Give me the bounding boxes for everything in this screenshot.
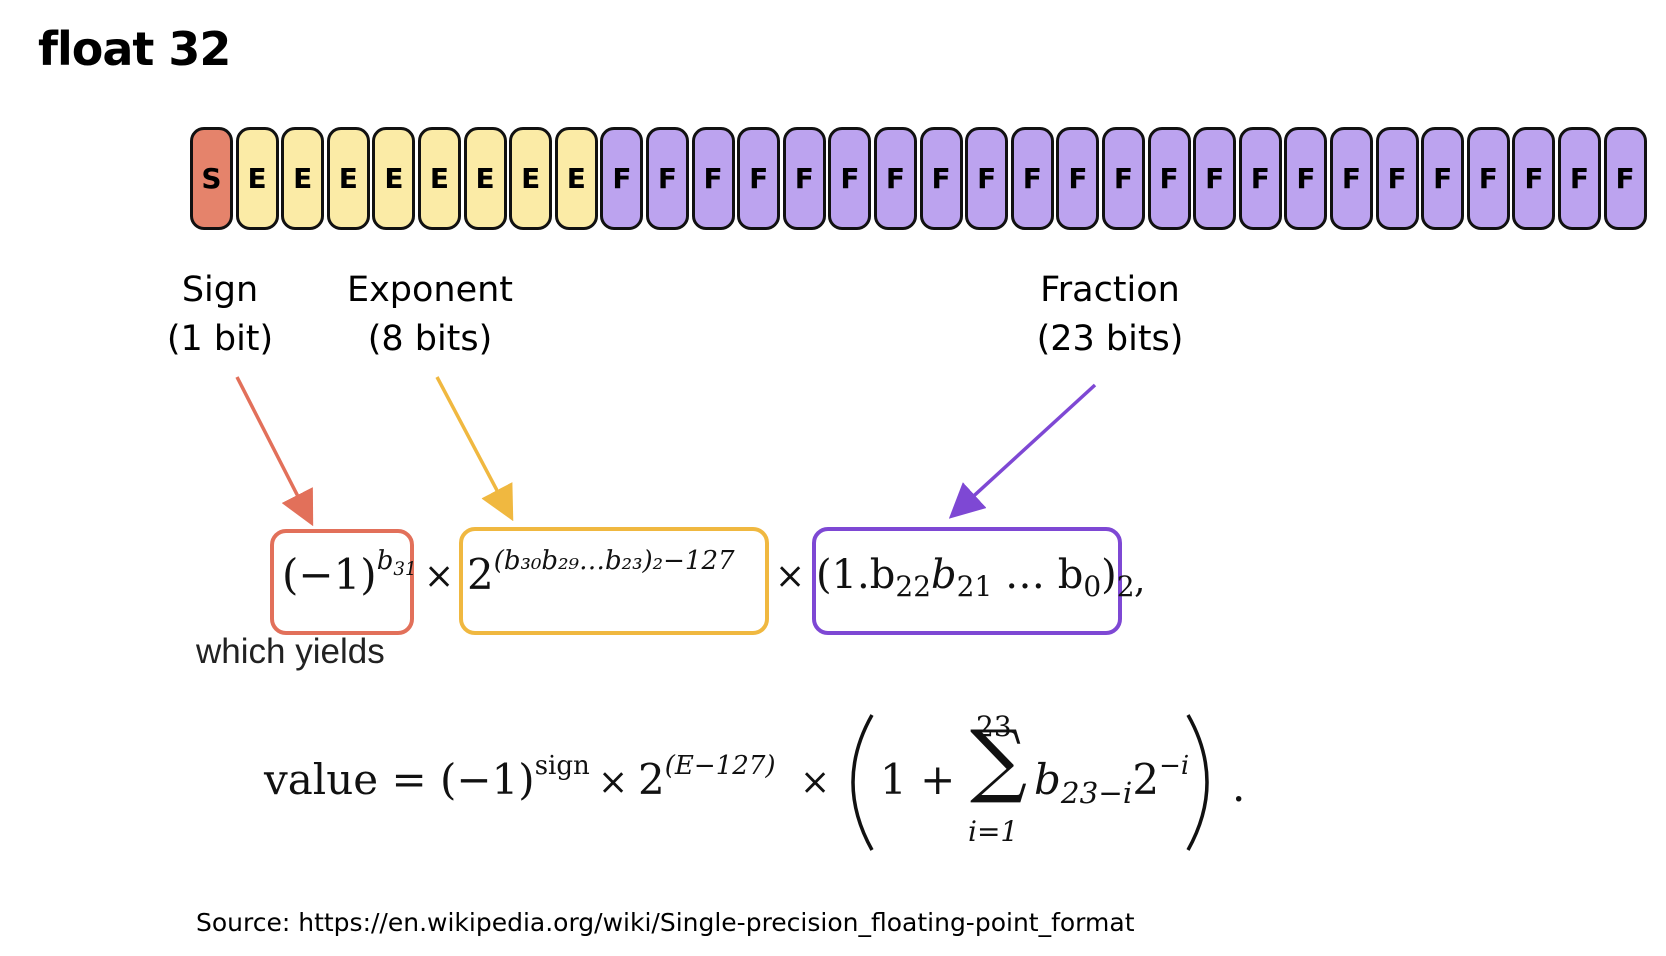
frac-sub3: 0 [1083,570,1102,604]
sum-upper: 23 [976,710,1012,743]
bit-fraction-6: F [874,127,917,230]
sign-arrow [235,376,314,527]
bit-fraction-14: F [1238,127,1282,230]
frac-sub2: 21 [956,570,993,604]
sigma-icon: ∑ [970,713,1028,806]
value-power: (E−127) [664,751,776,782]
exp-base: 2 [467,550,494,599]
bit-fraction-15: F [1284,127,1328,230]
source-citation: Source: https://en.wikipedia.org/wiki/Si… [196,908,1135,937]
bit-fraction-16: F [1330,127,1373,230]
bit-fraction-10: F [1056,127,1100,230]
sum-lower: i=1 [968,815,1019,848]
bit-fraction-13: F [1193,127,1237,230]
bit-fraction-9: F [1010,127,1054,230]
bit-exponent-1: E [281,127,325,230]
frac-sub1: 22 [895,570,932,604]
times-1: × [424,556,455,597]
frac-sub4: 2 [1116,570,1135,604]
sign-exp: b [376,546,394,577]
exp-power: (b₃₀b₂₉…b₂₃)₂−127 [493,546,735,577]
term-two: 2 [1132,755,1160,804]
value-two: 2 [638,755,665,804]
exponent-label-size: (8 bits) [367,319,493,359]
bit-fraction-21: F [1558,127,1601,230]
bit-fraction-12: F [1147,127,1191,230]
times-2: × [775,556,806,597]
comma: , [1134,560,1146,601]
bit-exponent-4: E [418,127,461,230]
period: . [1232,762,1246,811]
exponent-arrow [435,376,514,522]
bit-exponent-3: E [372,127,416,230]
value-sign-exp: sign [534,751,590,782]
one-plus: 1 + [880,755,956,804]
bit-exponent-6: E [509,127,553,230]
page-title: float 32 [38,22,231,76]
bit-fraction-22: F [1603,127,1647,230]
sign-formula-box [270,529,414,635]
bit-fraction-1: F [646,127,689,230]
exponent-label-name: Exponent [346,270,514,310]
bit-exponent-0: E [235,127,279,230]
fraction-arrow [948,383,1097,519]
bit-exponent-5: E [463,127,507,230]
frac-b2: b [931,552,957,598]
exponent-label: Exponent (8 bits) [330,266,530,364]
fraction-label-size: (23 bits) [1036,319,1184,359]
value-lhs-text: value = (−1) [264,755,535,804]
sign-label-name: Sign [181,270,259,310]
term-exp: −i [1159,751,1190,782]
value-lhs: value = (−1)sign [264,751,590,804]
bit-exponent-7: E [554,127,598,230]
right-paren [1186,714,1209,851]
sign-exp-sub: 31 [393,558,417,580]
value-power-term: 2(E−127) [638,751,776,804]
bit-exponent-2: E [326,127,370,230]
exponent-term: 2(b₃₀b₂₉…b₂₃)₂−127 [467,546,735,599]
value-times-1: × [598,762,629,803]
term-sub: 23−i [1060,775,1133,810]
bit-fraction-2: F [691,127,735,230]
bit-fraction-3: F [737,127,781,230]
left-paren [851,714,874,851]
frac-close: ) [1101,552,1117,598]
term-b: b [1034,755,1061,804]
exponent-formula-box [459,527,769,635]
fraction-formula-box [812,527,1122,635]
bit-fraction-4: F [782,127,826,230]
bit-fraction-7: F [919,127,963,230]
sign-term: (−1)b31 [282,546,417,599]
value-times-2: × [800,762,831,803]
fraction-label-name: Fraction [1040,270,1180,310]
bit-fraction-11: F [1102,127,1145,230]
frac-open: (1.b [816,552,896,598]
sign-label: Sign (1 bit) [140,266,300,364]
sign-base: (−1) [282,550,377,599]
fraction-label: Fraction (23 bits) [1010,266,1210,364]
fraction-term: (1.b22b21 … b0)2 [816,552,1135,603]
bit-fraction-5: F [828,127,872,230]
bit-fraction-18: F [1421,127,1465,230]
bit-fraction-0: F [600,127,644,230]
bit-fraction-17: F [1375,127,1419,230]
which-yields-text: which yields [196,632,385,671]
frac-dots: … b [992,552,1084,598]
sum-term: b23−i2−i [1034,751,1189,809]
sign-label-size: (1 bit) [166,319,274,359]
bit-fraction-8: F [965,127,1009,230]
bit-fraction-20: F [1512,127,1556,230]
bit-sign-0: S [190,127,233,230]
bit-fraction-19: F [1466,127,1510,230]
